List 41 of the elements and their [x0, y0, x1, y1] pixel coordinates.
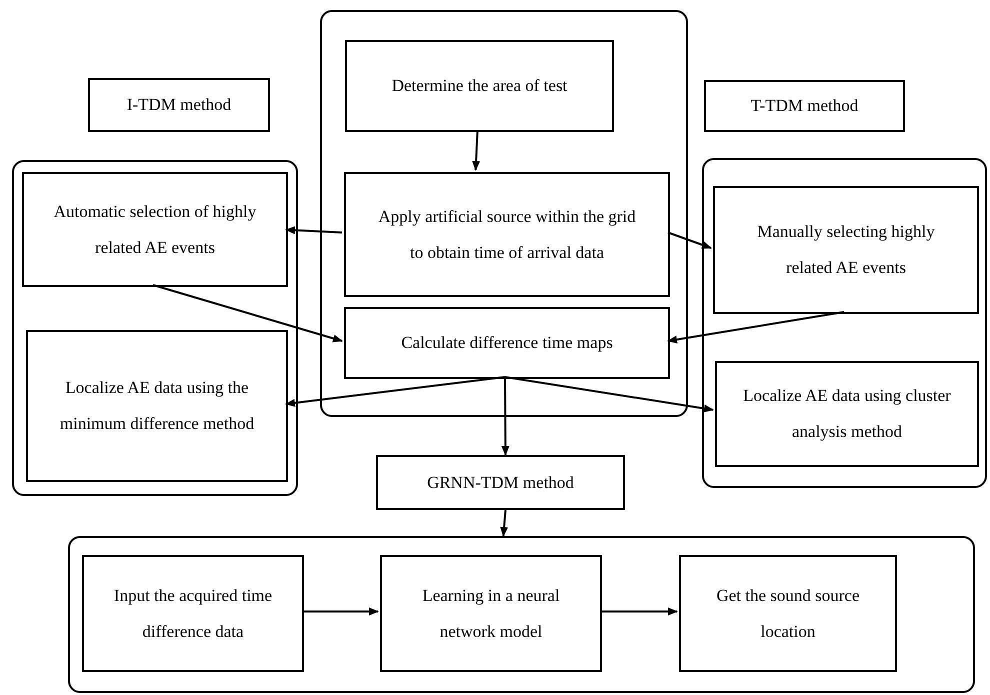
process-box	[82, 555, 304, 672]
box-label: Input the acquired time difference data	[112, 584, 274, 642]
arrow	[501, 377, 510, 456]
arrow	[472, 130, 480, 171]
box-label: Determine the area of test	[392, 75, 568, 98]
process-box	[704, 80, 905, 132]
arrow	[600, 608, 678, 616]
process-box	[679, 555, 897, 672]
arrow	[285, 376, 506, 407]
process-box	[715, 361, 979, 467]
process-box	[26, 330, 288, 482]
process-box	[376, 455, 625, 510]
group-panel	[68, 536, 975, 693]
arrow	[285, 226, 342, 234]
arrow	[667, 311, 844, 344]
arrow	[500, 510, 508, 537]
process-box	[713, 186, 979, 314]
box-label: T-TDM method	[750, 95, 858, 118]
box-label: I-TDM method	[126, 94, 232, 116]
process-box	[344, 172, 670, 297]
box-label: Localize AE data using the minimum difference method	[58, 377, 256, 435]
box-label: Localize AE data using cluster analysis method	[742, 385, 952, 443]
process-box	[345, 40, 614, 132]
group-panel	[320, 10, 688, 417]
arrow	[504, 376, 714, 412]
box-label: GRNN-TDM method	[427, 472, 574, 494]
arrow	[668, 232, 712, 249]
group-panel	[702, 158, 987, 488]
process-box	[380, 555, 602, 672]
process-box	[344, 307, 670, 379]
arrow	[152, 284, 343, 342]
box-label: Apply artificial source within the grid to obtain time of arrival data	[378, 206, 636, 264]
box-label: Get the sound source location	[715, 584, 861, 642]
box-label: Automatic selection of highly related AE events	[52, 200, 258, 258]
box-label: Learning in a neural network model	[421, 584, 561, 642]
group-panel	[12, 160, 298, 496]
box-label: Calculate difference time maps	[401, 332, 613, 354]
arrow	[302, 608, 379, 616]
box-label: Manually selecting highly related AE events	[756, 221, 936, 279]
process-box	[88, 78, 270, 132]
process-box	[22, 172, 288, 287]
